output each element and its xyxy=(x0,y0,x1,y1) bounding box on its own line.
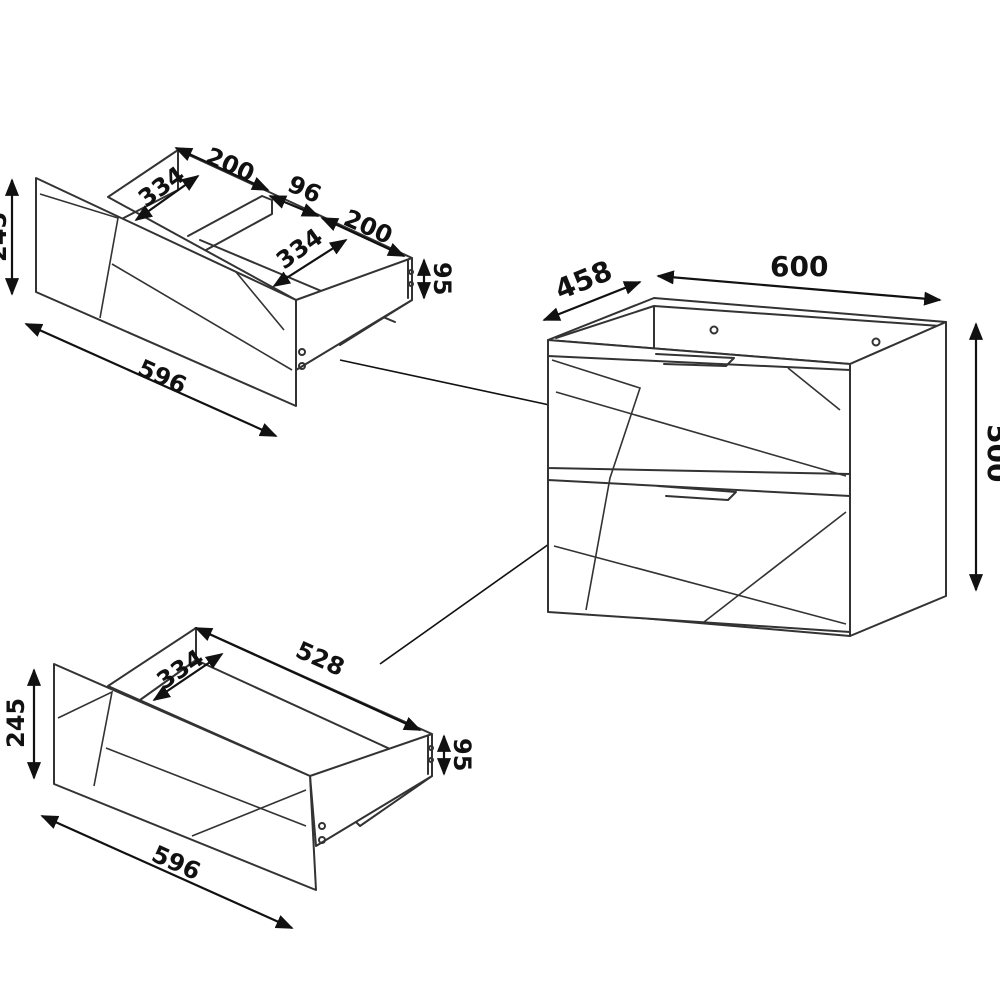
dimension-line xyxy=(174,146,270,192)
upper-drawer xyxy=(35,149,414,407)
dimension-line xyxy=(656,270,942,306)
lower-drawer-screw-hole xyxy=(318,822,326,830)
lower-drawer xyxy=(53,627,434,891)
cabinet-top-drawer-handle[interactable] xyxy=(655,353,735,367)
lower-drawer-groove xyxy=(57,690,114,787)
dimension-line xyxy=(194,626,422,732)
dimension-line xyxy=(40,814,294,930)
cabinet xyxy=(547,297,947,637)
dimension-line xyxy=(542,280,642,322)
cabinet-top-drawer-front xyxy=(547,355,851,475)
dimension-line xyxy=(24,322,278,438)
upper-drawer-screw-hole xyxy=(408,269,414,275)
lower-drawer-height-label: 245 xyxy=(2,698,30,748)
dimension-line xyxy=(152,653,224,701)
lower-drawer-width-label: 596 xyxy=(148,840,205,886)
lower-drawer-screw-hole xyxy=(428,745,434,751)
dimension-line xyxy=(320,217,406,257)
lower-drawer-side-panel xyxy=(309,733,433,847)
upper-drawer-screw-hole xyxy=(408,281,414,287)
upper-drawer-leader xyxy=(339,359,583,413)
lower-drawer-screw-hole xyxy=(428,757,434,763)
upper-drawer-height-label: 245 xyxy=(0,212,12,262)
cabinet-side-panel xyxy=(849,321,947,637)
cabinet-mount-hole xyxy=(871,337,881,347)
upper-drawer-width-label: 596 xyxy=(134,354,191,400)
cabinet-groove xyxy=(703,511,847,623)
cabinet-bottom-drawer-handle[interactable] xyxy=(657,485,737,501)
cabinet-bottom-drawer-front xyxy=(547,479,851,633)
cabinet-width-label: 600 xyxy=(770,250,828,283)
cabinet-groove xyxy=(555,391,847,477)
dimension-line xyxy=(134,174,200,222)
lower-drawer-groove xyxy=(105,747,307,827)
dimension-line xyxy=(272,239,348,287)
cabinet-height-label: 500 xyxy=(981,424,1000,482)
dimension-line xyxy=(268,194,320,218)
cabinet-depth-label: 458 xyxy=(550,254,617,306)
upper-drawer-groove xyxy=(39,193,119,319)
cabinet-groove xyxy=(553,545,847,625)
cabinet-groove xyxy=(787,367,841,411)
upper-drawer-screw-hole xyxy=(298,362,306,370)
lower-drawer-screw-hole xyxy=(318,836,326,844)
cabinet-mount-hole xyxy=(709,325,719,335)
lower-drawer-side-height-label: 95 xyxy=(448,738,476,771)
upper-drawer-side-height-label: 95 xyxy=(428,262,456,295)
upper-drawer-screw-hole xyxy=(298,348,306,356)
cabinet-groove xyxy=(551,359,642,611)
upper-drawer-groove xyxy=(235,271,285,331)
